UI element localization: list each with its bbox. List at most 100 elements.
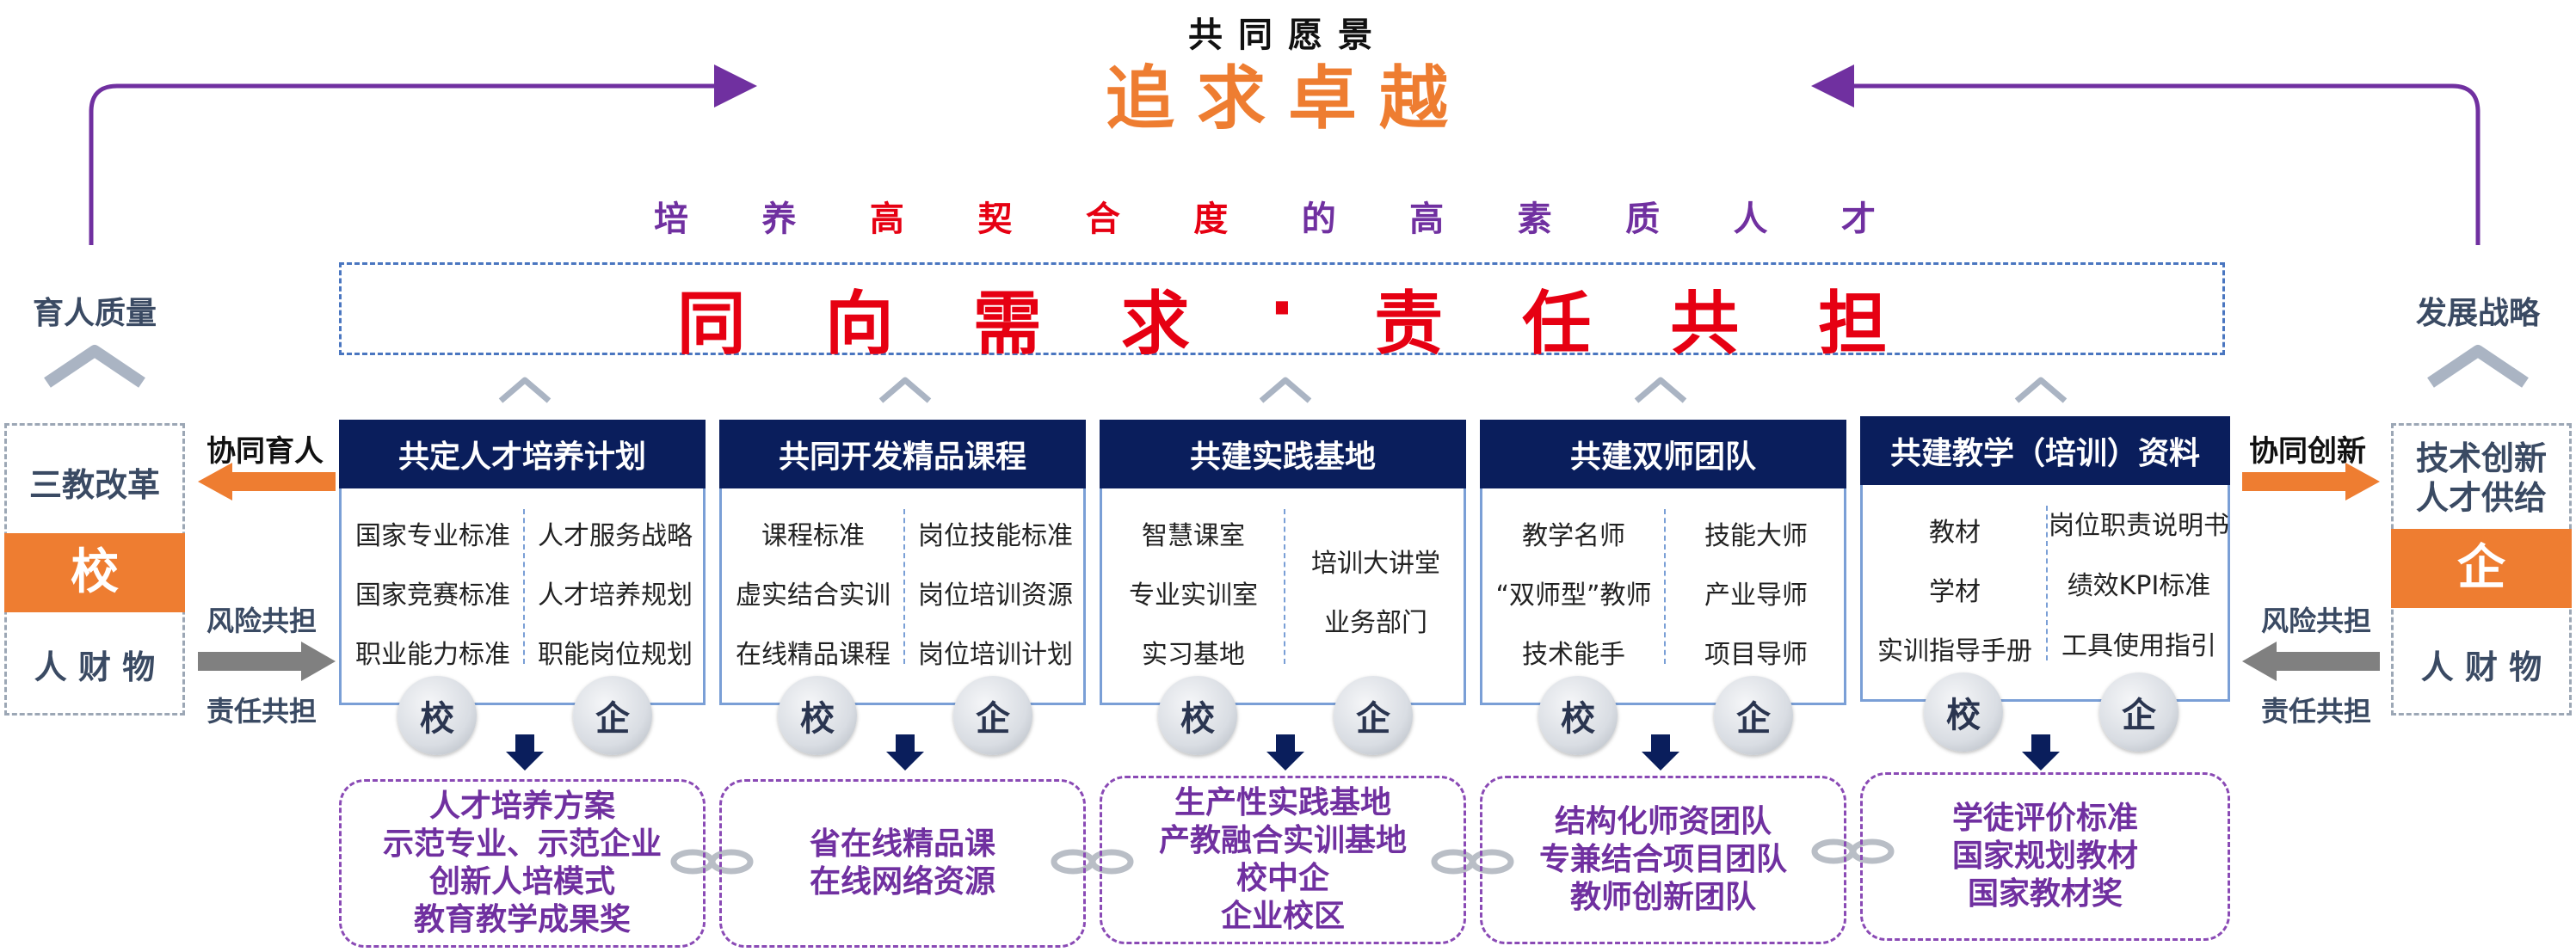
block-teaching-materials: 共建教学（培训）资料 教材 学材 实训指导手册 岗位职责说明书 绩效KPI标准 … xyxy=(1860,416,2230,702)
enterprise-circle: 企 xyxy=(1714,676,1793,755)
block-item: 实训指导手册 xyxy=(1877,636,2032,666)
goal-char: 高 xyxy=(1409,200,1445,239)
block-body: 课程标准 虚实结合实训 在线精品课程 岗位技能标准 岗位培训资源 岗位培训计划 xyxy=(719,488,1086,705)
output-item: 国家教材奖 xyxy=(1967,876,2123,912)
banner-char: 共 xyxy=(1670,284,1740,364)
output-item: 企业校区 xyxy=(1220,899,1345,934)
goal-line: 培 养 高 契 合 度 的 高 素 质 人 才 xyxy=(654,191,1876,251)
output-item: 国家规划教材 xyxy=(1951,838,2138,874)
block-chevron-icon xyxy=(1259,377,1312,403)
block-divider xyxy=(523,509,525,664)
output-item: 教师创新团队 xyxy=(1569,880,1756,915)
block-item: 教材 xyxy=(1929,518,1981,548)
goal-char: 度 xyxy=(1193,200,1229,239)
right-line2: 人才供给 xyxy=(2415,479,2547,517)
output-item: 示范专业、示范企业 xyxy=(382,826,662,862)
left-collab-label: 协同育人 xyxy=(206,434,324,469)
block-item: 技术能手 xyxy=(1522,640,1625,670)
right-grey-arrow xyxy=(2242,642,2380,681)
vision-title: 共同愿景 xyxy=(1188,15,1388,55)
output-item: 在线网络资源 xyxy=(809,864,995,900)
left-risk-label: 风险共担 xyxy=(206,605,317,637)
block-item: 智慧课室 xyxy=(1142,521,1245,551)
block-body: 智慧课室 专业实训室 实习基地 培训大讲堂 业务部门 xyxy=(1100,488,1466,705)
goal-char: 养 xyxy=(761,200,797,239)
down-arrow-icon xyxy=(886,734,924,771)
goal-char: 合 xyxy=(1085,200,1120,239)
right-top-label: 发展战略 xyxy=(2415,296,2540,331)
output-item: 专兼结合项目团队 xyxy=(1538,842,1787,877)
banner-char: 担 xyxy=(1818,284,1888,364)
output-item: 学徒评价标准 xyxy=(1951,801,2138,836)
block-item: 人才服务战略 xyxy=(538,521,693,551)
output-box: 人才培养方案 示范专业、示范企业 创新人培模式 教育教学成果奖 xyxy=(339,779,706,948)
block-chevron-icon xyxy=(498,377,552,403)
block-chevron-icon xyxy=(2014,377,2068,403)
banner-char: 向 xyxy=(824,284,894,364)
right-risk-label: 风险共担 xyxy=(2261,605,2372,637)
banner-char: 需 xyxy=(972,284,1042,364)
school-circle: 校 xyxy=(1924,673,2003,752)
output-item: 省在线精品课 xyxy=(809,826,995,862)
school-circle: 校 xyxy=(397,676,477,755)
reform-label: 三教改革 xyxy=(28,466,160,504)
block-item: 职能岗位规划 xyxy=(538,640,693,670)
banner-box xyxy=(339,262,2225,355)
left-orange-arrow xyxy=(198,463,336,501)
output-item: 教育教学成果奖 xyxy=(413,902,631,937)
block-item: 课程标准 xyxy=(761,521,865,551)
left-loop-arrow xyxy=(89,64,757,245)
enterprise-circle: 企 xyxy=(1334,676,1413,755)
block-item: 教学名师 xyxy=(1522,521,1625,551)
block-item: 国家专业标准 xyxy=(355,521,510,551)
block-body: 教学名师 “双师型”教师 技术能手 技能大师 产业导师 项目导师 xyxy=(1480,488,1846,705)
block-item: 人才培养规划 xyxy=(538,580,693,611)
output-item: 人才培养方案 xyxy=(428,789,615,824)
goal-char: 素 xyxy=(1517,200,1552,239)
output-item: 创新人培模式 xyxy=(428,864,615,900)
block-title: 共建实践基地 xyxy=(1100,420,1466,488)
enterprise-circle: 企 xyxy=(573,676,652,755)
chain-link-icon xyxy=(1431,849,1514,875)
enterprise-circle: 企 xyxy=(953,676,1032,755)
block-item: 在线精品课程 xyxy=(736,640,891,670)
block-title: 共定人才培养计划 xyxy=(339,420,706,488)
right-chevron-icon xyxy=(2427,345,2529,388)
banner-char: 同 xyxy=(676,284,746,364)
output-box: 生产性实践基地 产教融合实训基地 校中企 企业校区 xyxy=(1100,776,1466,944)
block-divider xyxy=(903,509,905,664)
block-talent-plan: 共定人才培养计划 国家专业标准 国家竞赛标准 职业能力标准 人才服务战略 人才培… xyxy=(339,420,706,705)
block-divider xyxy=(1284,509,1285,664)
left-grey-arrow xyxy=(198,642,336,681)
block-courses: 共同开发精品课程 课程标准 虚实结合实训 在线精品课程 岗位技能标准 岗位培训资… xyxy=(719,420,1086,705)
goal-char: 人 xyxy=(1733,200,1768,239)
down-arrow-icon xyxy=(2022,734,2060,771)
output-box: 学徒评价标准 国家规划教材 国家教材奖 xyxy=(1860,772,2230,941)
block-item: 产业导师 xyxy=(1704,580,1808,611)
block-item: 岗位培训资源 xyxy=(918,580,1073,611)
block-item: 国家竞赛标准 xyxy=(355,580,510,611)
block-item: 业务部门 xyxy=(1324,608,1427,638)
banner-text: 同 向 需 求 · 责 任 共 担 xyxy=(339,268,2225,368)
down-arrow-icon xyxy=(506,734,544,771)
right-loop-arrow xyxy=(1811,64,2480,245)
block-item: “双师型”教师 xyxy=(1495,580,1652,611)
right-resp-label: 责任共担 xyxy=(2261,695,2372,728)
block-title: 共建双师团队 xyxy=(1480,420,1846,488)
block-item: 职业能力标准 xyxy=(355,640,510,670)
chain-link-icon xyxy=(670,849,754,875)
block-item: 岗位培训计划 xyxy=(918,640,1073,670)
school-circle: 校 xyxy=(1158,676,1237,755)
banner-char: 责 xyxy=(1374,284,1444,364)
chain-link-icon xyxy=(1051,849,1134,875)
block-item: 培训大讲堂 xyxy=(1311,549,1440,579)
left-resources: 人 财 物 xyxy=(34,648,156,686)
down-arrow-icon xyxy=(1642,734,1679,771)
output-box: 结构化师资团队 专兼结合项目团队 教师创新团队 xyxy=(1480,776,1846,944)
enterprise-circle: 企 xyxy=(2099,673,2179,752)
school-circle: 校 xyxy=(1538,676,1618,755)
block-divider xyxy=(1664,509,1666,664)
block-item: 岗位职责说明书 xyxy=(2049,511,2229,541)
chain-link-icon xyxy=(1811,838,1895,864)
